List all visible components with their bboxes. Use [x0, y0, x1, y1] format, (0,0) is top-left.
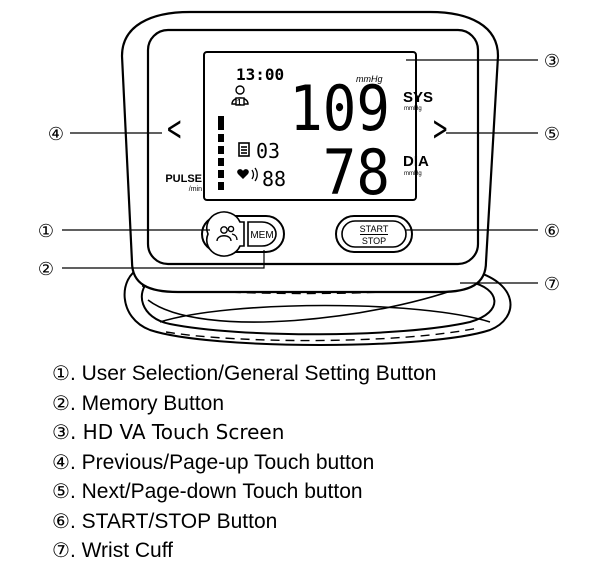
legend-item: ⑤. Next/Page-down Touch button [52, 477, 436, 507]
legend-item: ⑥. START/STOP Button [52, 507, 436, 537]
legend-number: ① [52, 361, 70, 385]
callout-5: ⑤ [544, 124, 560, 145]
legend-number: ② [52, 390, 70, 415]
legend-number: ④ [52, 449, 70, 474]
time-display: 13:00 [236, 65, 284, 84]
callout-3: ③ [544, 51, 560, 72]
legend-text: . Previous/Page-up Touch button [69, 450, 375, 474]
diastolic-value: 78 [323, 136, 390, 209]
dia-label: DIA [403, 153, 429, 170]
legend-text: . START/STOP Button [69, 509, 278, 533]
legend-item: ②. Memory Button [52, 389, 436, 419]
heart-icon [237, 167, 258, 182]
stop-label: STOP [362, 236, 386, 246]
legend-number: ⑦ [52, 538, 70, 562]
next-touch-button[interactable]: > [432, 109, 448, 148]
memory-count: 03 [256, 139, 280, 163]
user-select-button[interactable] [205, 211, 245, 257]
screen-unit-label: mmHg [356, 74, 383, 84]
callout-6: ⑥ [544, 221, 560, 242]
pulse-value: 88 [262, 167, 286, 191]
parts-legend: ①. User Selection/General Setting Button… [52, 359, 436, 566]
callout-2: ② [38, 259, 54, 280]
legend-text: . HD VA Touch Screen [69, 420, 285, 444]
user-icon [231, 85, 249, 106]
systolic-value: 109 [289, 72, 390, 145]
pulse-unit: /min [189, 186, 202, 193]
legend-number: ⑥ [52, 508, 70, 533]
legend-item: ③. HD VA Touch Screen [52, 418, 436, 448]
start-stop-button[interactable]: START STOP [341, 220, 407, 248]
legend-text: . Next/Page-down Touch button [69, 480, 363, 503]
callout-7: ⑦ [544, 274, 560, 295]
legend-number: ③ [52, 420, 70, 444]
previous-touch-button[interactable]: < [166, 109, 182, 148]
lcd-screen[interactable] [203, 51, 417, 201]
device-diagram: 13:00 mmHg 1 03 88 109 78 SYS mmHg DIA m… [38, 10, 560, 346]
memory-button[interactable]: MEM [247, 221, 277, 247]
users-icon [216, 225, 238, 242]
start-label: START [360, 224, 389, 234]
user-mem-button-bezel [201, 215, 285, 253]
dia-unit: mmHg [404, 171, 422, 177]
legend-text: . Wrist Cuff [69, 539, 174, 562]
pulse-bar-graph [218, 116, 224, 190]
sys-unit: mmHg [404, 106, 422, 112]
memory-icon [238, 142, 250, 157]
start-stop-bezel [335, 215, 413, 253]
legend-text: . Memory Button [69, 391, 224, 415]
legend-number: ⑤ [52, 479, 70, 503]
callout-1: ① [38, 221, 54, 242]
sys-label: SYS [403, 89, 433, 106]
callout-4: ④ [48, 124, 64, 145]
legend-item: ⑦. Wrist Cuff [52, 536, 436, 566]
leader-lines [62, 59, 538, 284]
user-number: 1 [237, 98, 242, 107]
memory-button-label: MEM [250, 230, 273, 241]
legend-text: . User Selection/General Setting Button [69, 362, 437, 385]
legend-item: ④. Previous/Page-up Touch button [52, 448, 436, 478]
pulse-label: PULSE [165, 173, 202, 185]
legend-item: ①. User Selection/General Setting Button [52, 359, 436, 389]
